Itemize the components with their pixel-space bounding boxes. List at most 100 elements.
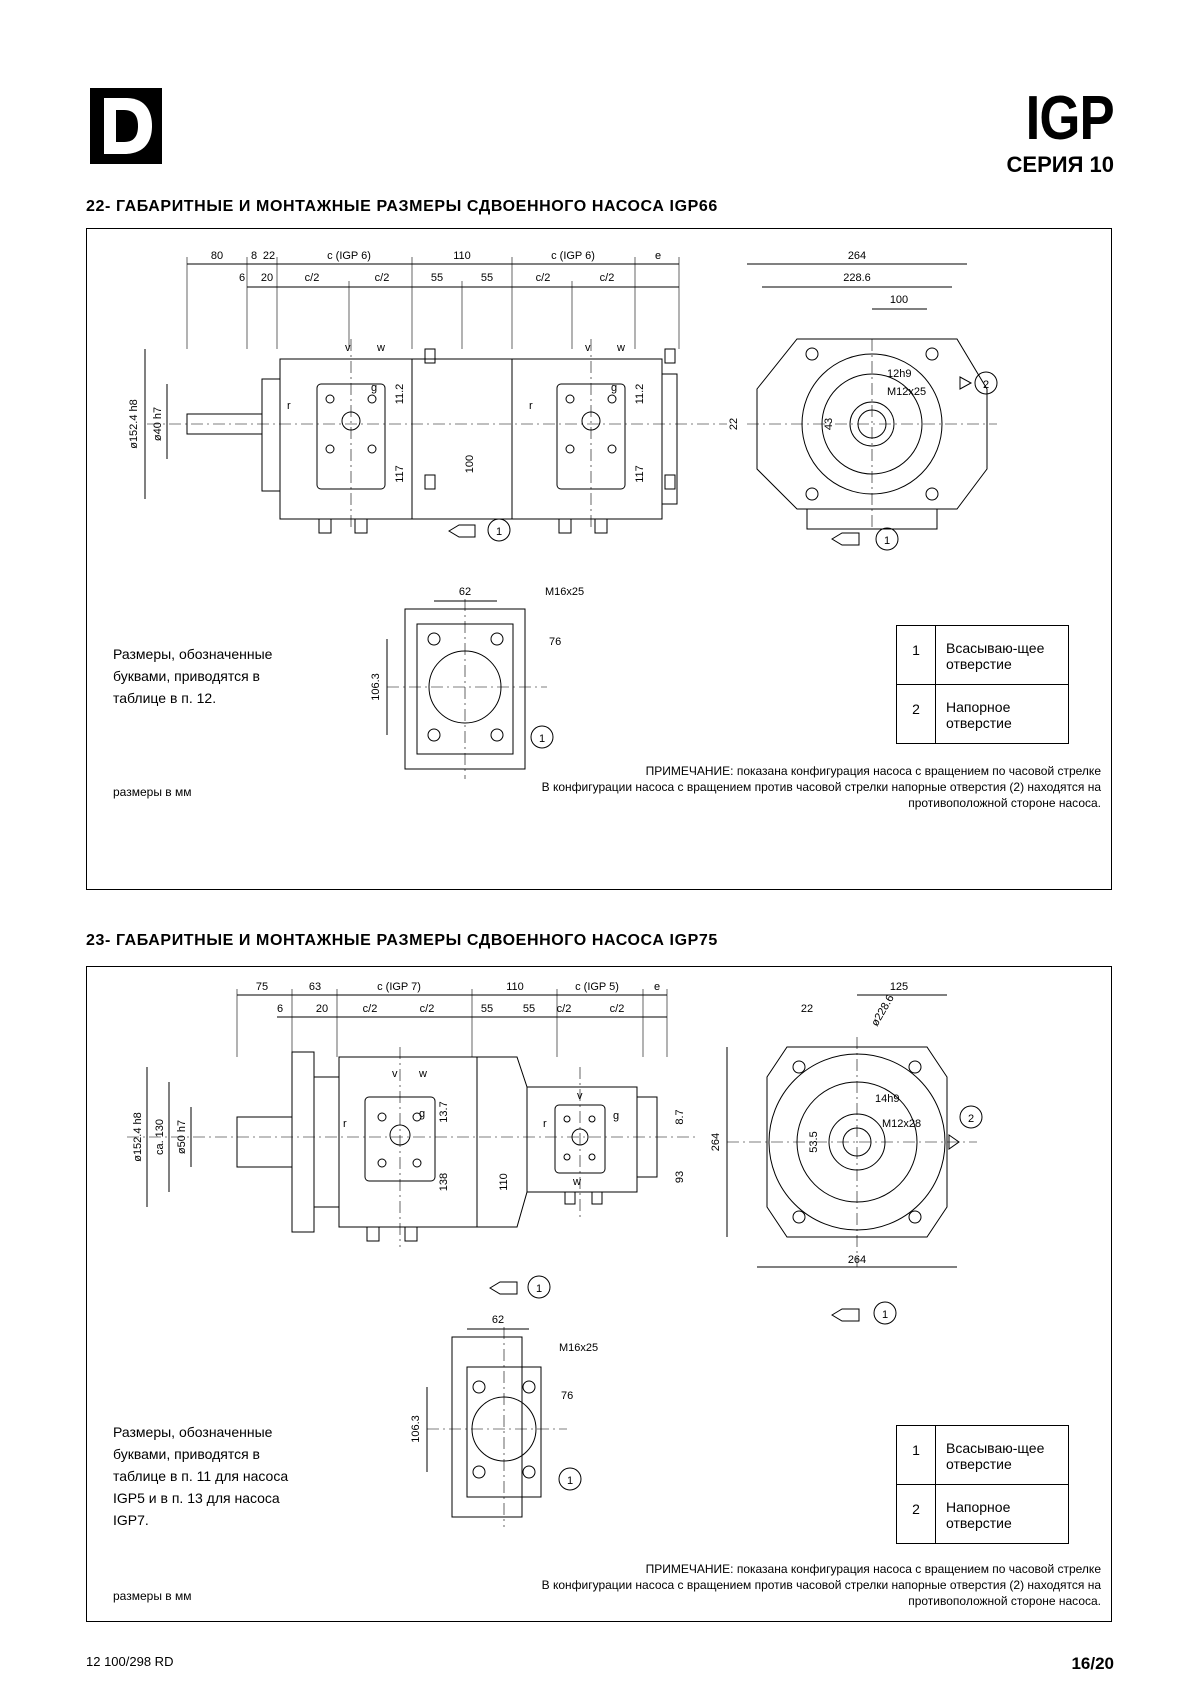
dim-c-igp5: c (IGP 5)	[575, 981, 619, 993]
port-label-v-b: v	[585, 342, 591, 354]
dim-13-7: 13.7	[438, 1101, 450, 1122]
port-marker-2-front: 2	[968, 1113, 974, 1125]
company-logo	[90, 88, 162, 164]
rotation-remark: ПРИМЕЧАНИЕ: показана конфигурация насоса…	[542, 1561, 1101, 1609]
dim-20: 20	[316, 1003, 328, 1015]
dim-55-b: 55	[523, 1003, 535, 1015]
technical-drawing-igp75: 75 63 c (IGP 7) 110 c (IGP 5) e 6 20 c/2…	[127, 981, 983, 1527]
legend-num: 1	[896, 1425, 936, 1485]
note-line: буквами, приводятся в	[113, 668, 260, 684]
port-label-w-b: w	[572, 1176, 581, 1188]
dim-62: 62	[459, 586, 471, 598]
section-title-22: 22- ГАБАРИТНЫЕ И МОНТАЖНЫЕ РАЗМЕРЫ СДВОЕ…	[86, 198, 718, 215]
dim-106-3: 106.3	[370, 673, 382, 701]
dim-110: 110	[453, 250, 471, 262]
page-number: 16/20	[1071, 1654, 1114, 1673]
dim-264-v: 264	[710, 1133, 722, 1151]
remark-line: В конфигурации насоса с вращением против…	[541, 780, 1101, 794]
dim-c2-c: c/2	[557, 1003, 572, 1015]
dim-55-a: 55	[481, 1003, 493, 1015]
dim-62: 62	[492, 1314, 504, 1326]
dim-d152: ø152.4 h8	[128, 399, 140, 449]
dim-c-igp6-second: c (IGP 6)	[551, 250, 595, 262]
dim-106-3: 106.3	[410, 1415, 422, 1443]
document-code: 12 100/298 RD	[86, 1654, 174, 1669]
port-marker-1-front: 1	[882, 1309, 888, 1321]
dim-43: 43	[823, 418, 835, 430]
dim-r-a: r	[343, 1118, 347, 1130]
port-label-g-b: g	[613, 1110, 619, 1122]
dim-117-b: 117	[634, 465, 646, 483]
dim-c-igp7: c (IGP 7)	[377, 981, 421, 993]
drawing-frame-23: 75 63 c (IGP 7) 110 c (IGP 5) e 6 20 c/2…	[86, 966, 1112, 1622]
legend-text: Всасываю-щее отверстие	[935, 1425, 1069, 1485]
drawing-frame-22: 80 8 22 c (IGP 6) 110 c (IGP 6) e 6 20 c…	[86, 228, 1112, 890]
dim-80: 80	[211, 250, 223, 262]
remark-line: ПРИМЕЧАНИЕ: показана конфигурация насоса…	[645, 764, 1101, 778]
legend-num: 2	[896, 1484, 936, 1544]
port-label-w-a: w	[418, 1068, 427, 1080]
dim-d40: ø40 h7	[152, 407, 164, 441]
section-title-23: 23- ГАБАРИТНЫЕ И МОНТАЖНЫЕ РАЗМЕРЫ СДВОЕ…	[86, 932, 718, 949]
dim-53-5: 53.5	[808, 1131, 820, 1152]
dim-12h9: 12h9	[887, 368, 911, 380]
dim-22-front: 22	[801, 1003, 813, 1015]
remark-line: противоположной стороне насоса.	[908, 796, 1101, 810]
units-label: размеры в мм	[113, 785, 192, 799]
legend-row: 1 Всасываю-щее отверстие	[896, 1425, 1069, 1485]
dim-c2-a: c/2	[305, 272, 320, 284]
legend-text: Напорное отверстие	[935, 684, 1069, 744]
dim-e: e	[655, 250, 661, 262]
dim-11-2-b: 11.2	[634, 384, 646, 405]
legend-num: 2	[896, 684, 936, 744]
dim-55-a: 55	[431, 272, 443, 284]
dim-m12x28: M12x28	[882, 1118, 921, 1130]
dim-264-h: 264	[848, 1254, 866, 1266]
dim-63: 63	[309, 981, 321, 993]
dim-228-6: 228.6	[843, 272, 871, 284]
dim-e: e	[654, 981, 660, 993]
port-marker-1-front: 1	[884, 535, 890, 547]
port-legend: 1 Всасываю-щее отверстие 2 Напорное отве…	[896, 1425, 1069, 1544]
port-marker-2-front: 2	[983, 379, 989, 391]
dim-55-b: 55	[481, 272, 493, 284]
dim-d228-6: ø228.6	[869, 993, 897, 1029]
legend-num: 1	[896, 625, 936, 685]
dim-c2-b: c/2	[375, 272, 390, 284]
dim-110: 110	[506, 981, 524, 993]
dim-8: 8	[251, 250, 257, 262]
port-marker-1-side: 1	[496, 526, 502, 538]
legend-text: Напорное отверстие	[935, 1484, 1069, 1544]
dim-m12x25: M12x25	[887, 386, 926, 398]
port-label-v-b: v	[577, 1090, 583, 1102]
port-label-w-a: w	[376, 342, 385, 354]
dim-22-front: 22	[728, 418, 740, 430]
dimension-note: Размеры, обозначенные буквами, приводятс…	[113, 643, 272, 709]
dim-264-a: 264	[848, 250, 866, 262]
legend-row: 2 Напорное отверстие	[896, 684, 1069, 744]
port-label-v-a: v	[345, 342, 351, 354]
dim-100: 100	[464, 455, 476, 473]
dim-110-side: 110	[498, 1173, 510, 1191]
units-label: размеры в мм	[113, 1589, 192, 1603]
legend-row: 2 Напорное отверстие	[896, 1484, 1069, 1544]
dim-c-igp6-first: c (IGP 6)	[327, 250, 371, 262]
dim-8-7: 8.7	[674, 1109, 686, 1124]
port-label-g-a: g	[371, 382, 377, 394]
note-line: IGP7.	[113, 1512, 149, 1528]
port-marker-1-side: 1	[536, 1283, 542, 1295]
dim-100-front: 100	[890, 294, 908, 306]
dim-117-a: 117	[394, 465, 406, 483]
port-label-g-b: g	[611, 382, 617, 394]
legend-row: 1 Всасываю-щее отверстие	[896, 625, 1069, 685]
remark-line: ПРИМЕЧАНИЕ: показана конфигурация насоса…	[645, 1562, 1101, 1576]
dim-m16x25: M16x25	[559, 1342, 598, 1354]
note-line: IGP5 и в п. 13 для насоса	[113, 1490, 280, 1506]
remark-line: противоположной стороне насоса.	[908, 1594, 1101, 1608]
dim-75: 75	[256, 981, 268, 993]
dim-m16x25: M16x25	[545, 586, 584, 598]
dim-76: 76	[561, 1390, 573, 1402]
technical-drawing-igp66: 80 8 22 c (IGP 6) 110 c (IGP 6) e 6 20 c…	[128, 250, 998, 779]
dim-125: 125	[890, 981, 908, 993]
dim-c2-d: c/2	[600, 272, 615, 284]
